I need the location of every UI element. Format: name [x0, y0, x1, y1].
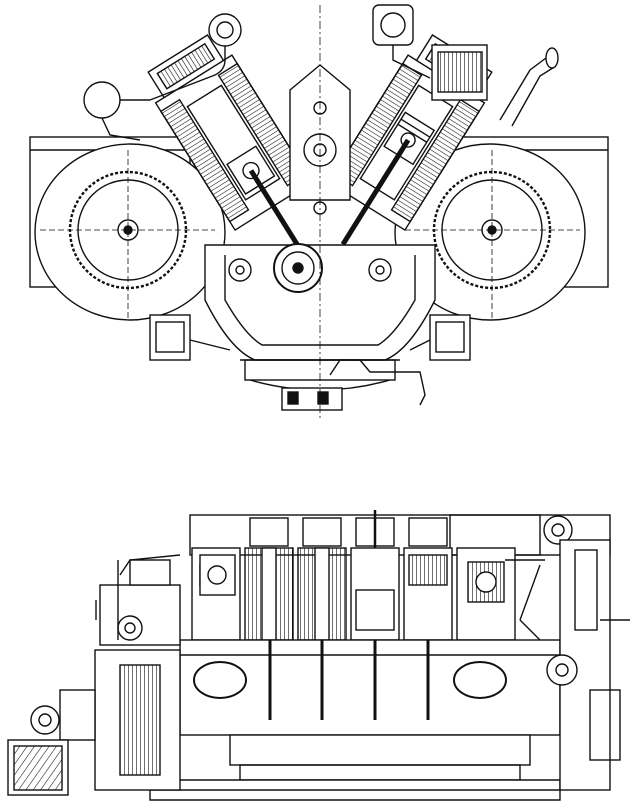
right-drum [394, 143, 586, 321]
left-drum [34, 143, 226, 321]
side-longitudinal-section-view [7, 510, 630, 801]
left-cylinder-bank [147, 34, 313, 246]
crankshaft [228, 243, 392, 293]
front-gear-housing [7, 559, 181, 796]
front-cross-section-view [29, 4, 609, 420]
connecting-rods [268, 640, 430, 720]
cylinder-4 [403, 517, 453, 641]
cylinder-2 [297, 517, 347, 641]
side-sump [229, 734, 531, 766]
carburettor [117, 554, 236, 640]
central-v-housing [289, 64, 351, 201]
cylinder-3 [350, 510, 400, 641]
right-intake-pipe [372, 4, 559, 127]
rear-accessory-housing [505, 539, 630, 791]
cylinder-5 [456, 547, 516, 641]
cylinder-row [191, 510, 516, 641]
left-intake-pipe [83, 13, 242, 141]
cylinder-1 [244, 517, 294, 641]
